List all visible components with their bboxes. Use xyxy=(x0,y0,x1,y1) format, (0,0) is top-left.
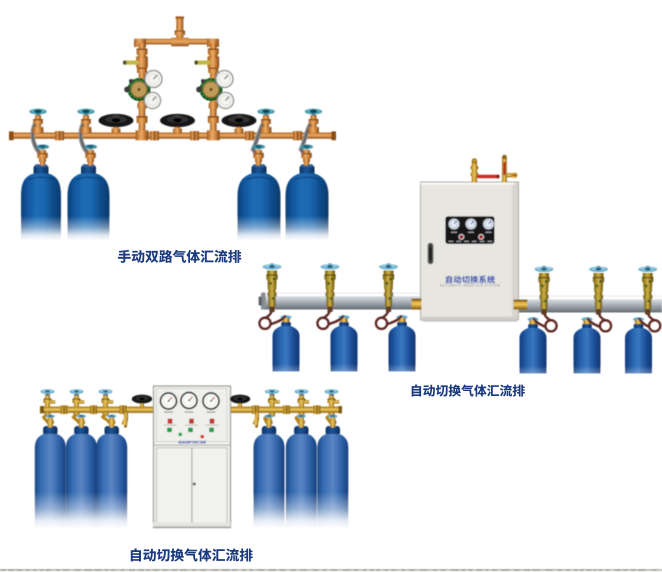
svg-text:AUTOMATIC MANIFOLD SYSTEM: AUTOMATIC MANIFOLD SYSTEM xyxy=(440,283,501,287)
